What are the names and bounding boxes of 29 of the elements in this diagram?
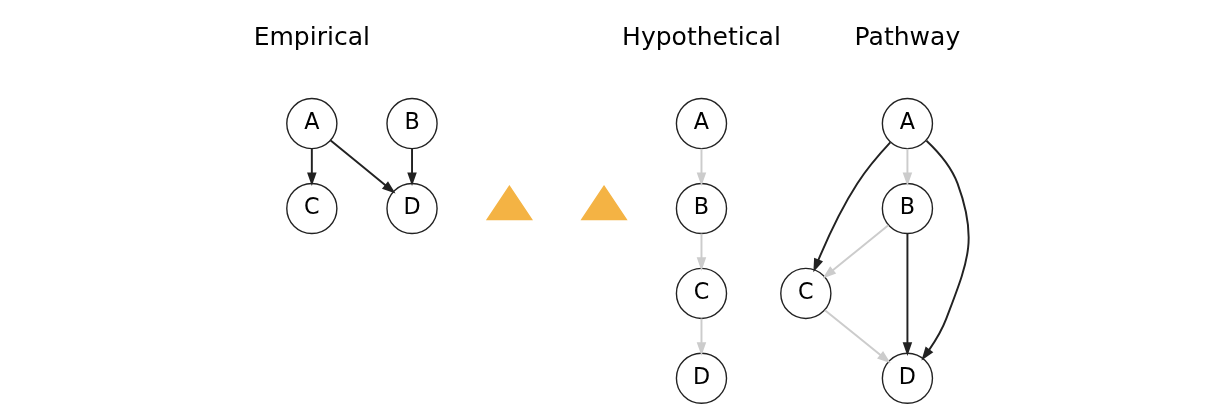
arrow xyxy=(307,147,317,187)
label: Empirical xyxy=(253,21,371,51)
arrow xyxy=(696,232,707,271)
node-circle: C xyxy=(286,182,338,235)
node-circle: C xyxy=(780,267,832,320)
arrow xyxy=(921,139,970,361)
label: Pathway xyxy=(854,21,961,51)
arrow xyxy=(813,141,892,273)
node-circle: A xyxy=(881,97,934,150)
node-triangle xyxy=(580,185,628,221)
arrow xyxy=(329,139,396,194)
node-circle: B xyxy=(881,182,934,235)
node-circle: C xyxy=(675,267,728,320)
node-circle: D xyxy=(675,352,728,404)
arrow xyxy=(696,147,707,187)
node-circle: A xyxy=(675,97,728,150)
arrow xyxy=(407,147,417,187)
label: Hypothetical xyxy=(622,21,781,51)
node-circle: D xyxy=(881,352,934,404)
node-circle: D xyxy=(386,182,438,235)
node-circle: B xyxy=(386,97,438,150)
arrow xyxy=(696,317,707,356)
arrow xyxy=(822,224,890,279)
arrow xyxy=(902,147,913,187)
node-triangle xyxy=(485,185,533,221)
node-circle: A xyxy=(286,97,338,150)
arrow xyxy=(823,309,891,364)
arrow xyxy=(902,232,913,356)
node-circle: B xyxy=(675,182,728,235)
